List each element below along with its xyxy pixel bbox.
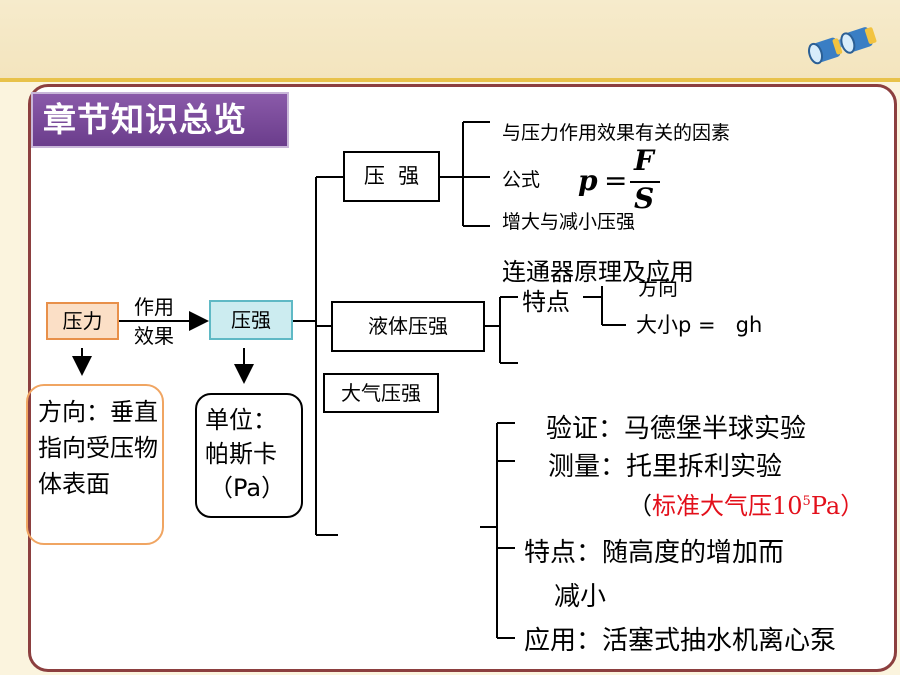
- atmos-feature-item: 特点：随高度的增加而: [524, 538, 785, 568]
- atmos-application-item: 应用：活塞式抽水机离心泵: [524, 626, 837, 656]
- header-rule: [0, 78, 900, 82]
- atmos-feature-cont: 减小: [554, 582, 607, 612]
- factor-item: 与压力作用效果有关的因素: [502, 122, 731, 144]
- formula-lhs: p: [578, 164, 598, 197]
- pressure-formula: p = F S: [578, 144, 668, 215]
- std-open: （: [628, 492, 652, 520]
- solid-pressure-box: 压 强: [343, 151, 440, 202]
- content-frame: [28, 84, 897, 672]
- connector-vessel-note: 连通器原理及应用: [502, 258, 694, 286]
- atmos-verify-item: 验证：马德堡半球实验: [546, 414, 807, 444]
- direction-box: 方向：垂直指向受压物体表面: [26, 384, 164, 545]
- arrow-label-line1: 作用: [134, 295, 174, 319]
- std-base: 10: [772, 492, 803, 520]
- liquid-direction-item: 方向: [638, 276, 678, 300]
- atmospheric-pressure-box: 大气压强: [323, 373, 439, 413]
- unit-line2: 帕斯卡: [205, 440, 277, 468]
- pressure-force-box: 压力: [46, 302, 119, 340]
- liquid-magnitude-item: 大小p = gh: [636, 313, 763, 337]
- atmos-measure-item: 测量：托里拆利实验: [548, 452, 783, 482]
- formula-item: 公式: [502, 169, 541, 191]
- fraction-bar: [630, 181, 660, 183]
- unit-line3: （Pa）: [209, 474, 286, 502]
- std-unit: Pa）: [810, 492, 865, 520]
- unit-box: 单位： 帕斯卡 （Pa）: [195, 393, 303, 518]
- pressure-box: 压强: [209, 300, 293, 340]
- std-value: 105Pa）: [772, 492, 864, 520]
- standard-atmosphere-note: （标准大气压105Pa）: [628, 486, 864, 521]
- liquid-pressure-box: 液体压强: [331, 301, 485, 352]
- formula-numerator: F: [634, 144, 654, 177]
- formula-eq: =: [604, 164, 628, 197]
- std-exp: 5: [802, 494, 811, 509]
- formula-denominator: S: [634, 182, 655, 215]
- unit-line1: 单位：: [205, 406, 277, 434]
- increase-decrease-item: 增大与减小压强: [502, 211, 636, 233]
- page-title: 章节知识总览: [31, 92, 289, 148]
- arrow-label-line2: 效果: [134, 324, 174, 348]
- header-band: [0, 0, 900, 82]
- std-label: 标准大气压: [652, 492, 772, 520]
- liquid-feature-label: 特点: [522, 288, 570, 316]
- binoculars-icon: [808, 27, 877, 65]
